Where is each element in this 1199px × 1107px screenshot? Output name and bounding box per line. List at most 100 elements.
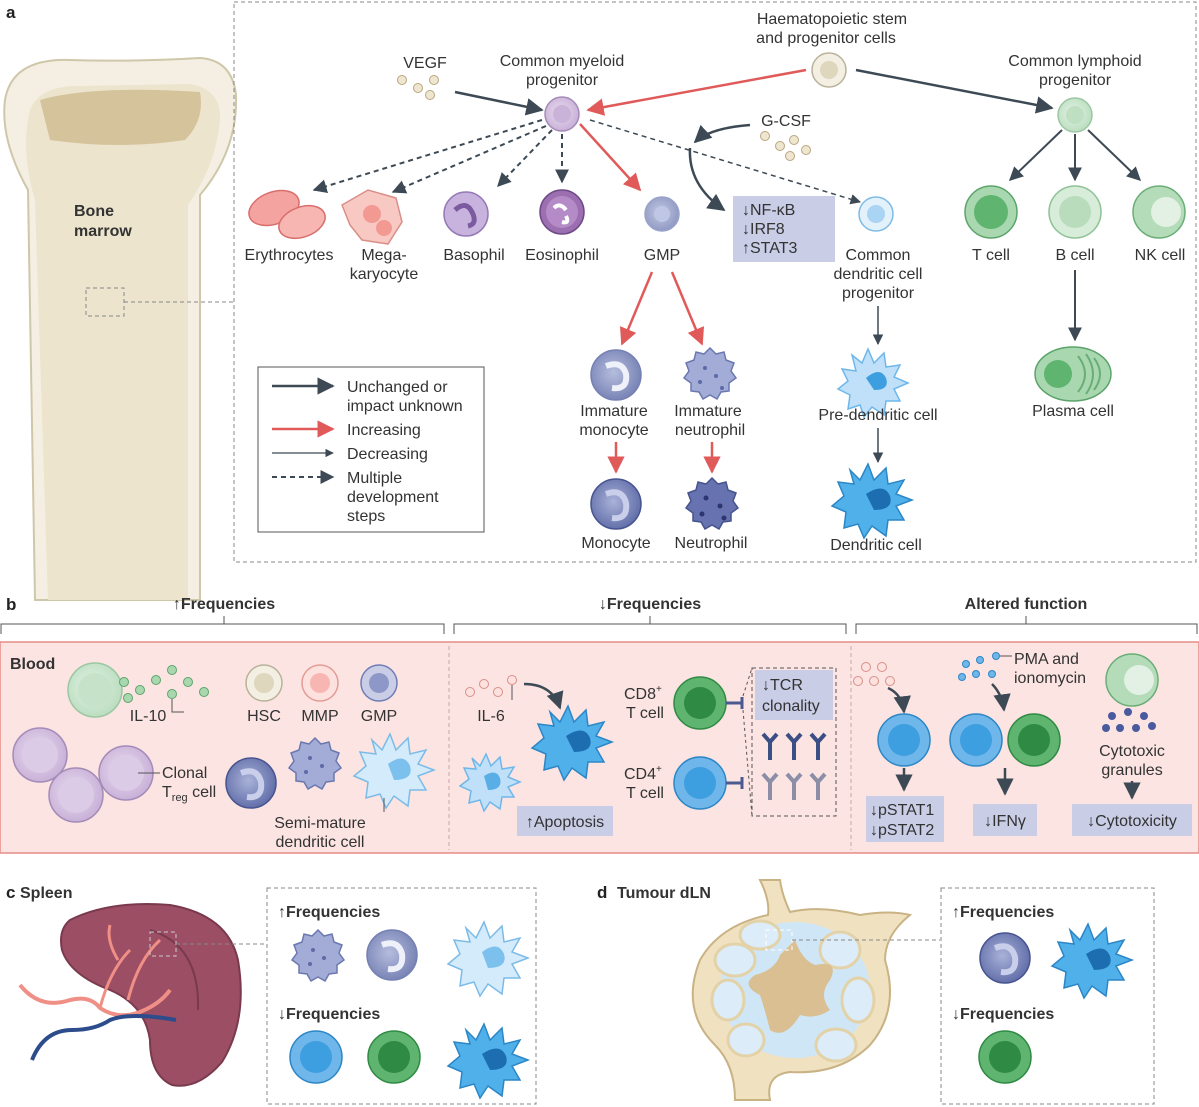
signal-irf8: ↓IRF8 xyxy=(742,221,785,238)
mmp-blood-label: MMP xyxy=(301,708,338,725)
cd8-label-1: CD8+ xyxy=(624,684,662,703)
erythrocytes-label: Erythrocytes xyxy=(245,247,334,264)
clp-cell-icon xyxy=(1057,97,1093,133)
arrow-gmp-immmono xyxy=(619,271,654,346)
ifn-box xyxy=(973,804,1037,836)
plasma-cell-icon xyxy=(1034,346,1112,402)
arrow-gcsf-signal xyxy=(688,147,726,212)
megakaryocyte-icon xyxy=(341,189,403,245)
cd8-t-cell-icon xyxy=(673,676,727,730)
arrow-hsc-cmp xyxy=(586,68,807,116)
basophil-label: Basophil xyxy=(443,247,504,264)
bone-label-1: Bone xyxy=(74,203,114,220)
immature-neutrophil-icon xyxy=(682,346,738,401)
legend-box xyxy=(257,366,485,533)
t-cell-label: T cell xyxy=(972,247,1010,264)
arrow-gcsf xyxy=(693,123,751,144)
cmp-label-2: progenitor xyxy=(526,72,599,89)
arrow-gmp-immneut xyxy=(670,271,705,346)
cdp-cell-icon xyxy=(858,196,894,232)
hsc-blood-icon xyxy=(245,664,283,702)
legend-unchanged-1: Unchanged or xyxy=(347,379,448,396)
monocyte-blood-icon xyxy=(225,757,277,809)
nk-cell-blood-icon xyxy=(1105,653,1159,707)
ln-monocyte-icon xyxy=(979,932,1031,984)
il10-molecules xyxy=(119,665,209,703)
cd8-label-2: T cell xyxy=(626,705,664,722)
ln-box xyxy=(940,887,1155,1105)
imm-neut-label-1: Immature xyxy=(674,403,742,420)
legend-multiple-1: Multiple xyxy=(347,470,402,487)
apoptosis-box xyxy=(517,806,613,836)
b-down-freq-title: ↓Frequencies xyxy=(599,596,701,613)
dc-apoptosis-icon xyxy=(530,704,615,782)
neutrophil-blood-icon xyxy=(287,736,343,791)
pre-dendritic-cell-icon xyxy=(836,347,910,419)
clonal-label: Clonal xyxy=(162,765,207,782)
gmp-label: GMP xyxy=(644,247,680,264)
neutrophil-label: Neutrophil xyxy=(675,535,748,552)
cmp-cell-icon xyxy=(544,96,580,132)
megakaryocyte-label-2: karyocyte xyxy=(350,266,419,283)
arrow-cmp-gmp xyxy=(579,123,642,192)
hsc-cell-icon xyxy=(811,52,847,88)
signaling-box xyxy=(733,196,835,262)
tcr-label-2: clonality xyxy=(762,698,820,715)
bone-illustration xyxy=(3,56,238,601)
gmp-cell-icon xyxy=(644,196,680,232)
signal-nfkb: ↓NF-κB xyxy=(742,202,795,219)
arrow-cmp-cdp xyxy=(589,119,862,205)
cytotoxicity-label: ↓Cytotoxicity xyxy=(1087,813,1177,830)
tcr-receptors-dark xyxy=(761,732,827,760)
tcr-label-1: ↓TCR xyxy=(762,677,803,694)
arrow-il6 xyxy=(523,682,564,710)
gmp-blood-label: GMP xyxy=(361,708,397,725)
tcr-label-box xyxy=(755,670,833,720)
il10-label: IL-10 xyxy=(130,708,167,725)
dendritic-cell-icon xyxy=(830,462,915,540)
signal-stat3: ↑STAT3 xyxy=(742,240,798,257)
tcr-zoom-line-1 xyxy=(742,667,753,697)
b-altered-title: Altered function xyxy=(965,596,1088,613)
pma-label-1: PMA and xyxy=(1014,651,1079,668)
predc-label: Pre-dendritic cell xyxy=(818,407,937,424)
legend-multiple-2: development xyxy=(347,489,439,506)
arrow-cytokine xyxy=(887,686,911,714)
cytotoxicity-box xyxy=(1072,804,1192,836)
cytotoxic-label-2: granules xyxy=(1101,762,1162,779)
legend-increasing: Increasing xyxy=(347,422,421,439)
apoptosis-label: ↑Apoptosis xyxy=(526,814,604,831)
il6-label: IL-6 xyxy=(477,708,505,725)
ifn-label: ↓IFNγ xyxy=(984,813,1026,830)
clp-label-1: Common lymphoid xyxy=(1008,53,1141,70)
b-bracket-1 xyxy=(0,616,445,634)
spleen-green-t-cell-icon xyxy=(367,1030,421,1084)
arrow-pma xyxy=(991,683,1011,712)
mmp-blood-icon xyxy=(301,664,339,702)
lymph-node-illustration xyxy=(691,879,913,1101)
immature-monocyte-icon xyxy=(590,349,642,401)
ln-green-t-cell-icon xyxy=(978,1030,1032,1084)
pstat-box xyxy=(866,796,944,842)
spleen-title: Spleen xyxy=(20,885,72,902)
spleen-monocyte-icon xyxy=(366,929,418,981)
semimature-dc-icon xyxy=(352,732,437,810)
cd4-t-cell-icon xyxy=(673,756,727,810)
cd4-tcr-receptor xyxy=(726,777,744,789)
legend-unchanged-2: impact unknown xyxy=(347,398,463,415)
basophil-icon xyxy=(443,191,489,237)
cdp-label-1: Common xyxy=(846,247,911,264)
panel-a-label: a xyxy=(6,3,16,22)
spleen-blue-t-cell-icon xyxy=(289,1030,343,1084)
ln-up-freq: ↑Frequencies xyxy=(952,904,1054,921)
predc-blood-icon xyxy=(458,752,522,813)
ln-dc-icon xyxy=(1050,922,1135,1000)
spleen-neutrophil-icon xyxy=(290,928,346,983)
clp-arrows xyxy=(1008,129,1142,342)
neutrophil-icon xyxy=(684,476,740,531)
pstat1-label: ↓pSTAT1 xyxy=(870,802,934,819)
treg-il10-cell-icon xyxy=(67,662,123,718)
imm-mono-label-1: Immature xyxy=(580,403,648,420)
gmp-blood-icon xyxy=(360,664,398,702)
spleen-dc-icon xyxy=(446,1022,531,1100)
